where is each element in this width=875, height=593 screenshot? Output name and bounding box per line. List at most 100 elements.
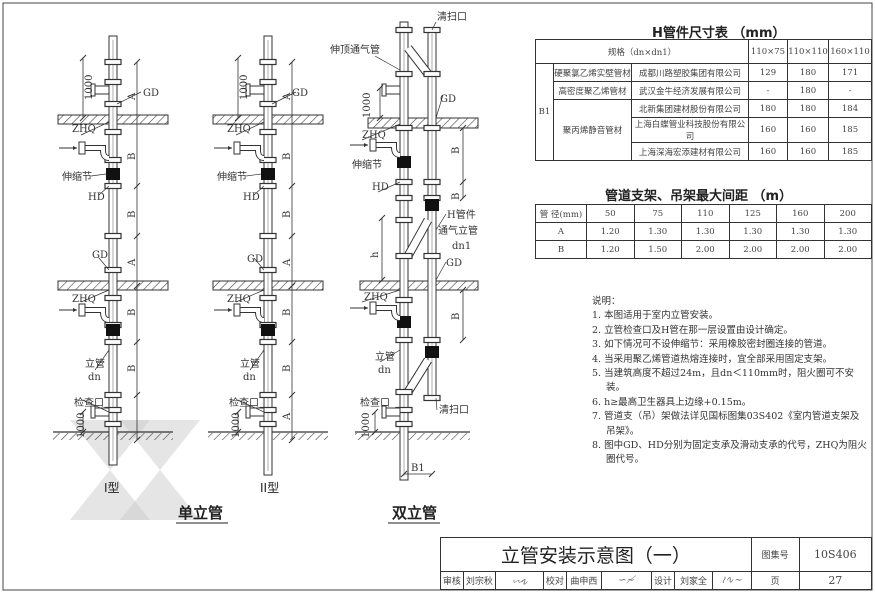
h-fitting-branch-inner [405,358,431,394]
row-group: B1 [535,63,554,161]
label-zhq: ZHQ [364,292,388,303]
leader-line [271,91,297,105]
label-zhq: ZHQ [72,294,96,305]
pipe-coupling [395,296,413,304]
single-riser-caption: 单立管 [178,504,223,522]
pipe-coupling [259,128,277,136]
material: 高密度聚乙烯管材 [553,81,632,100]
dimension-tick [376,114,384,122]
pipe-coupling [259,294,277,302]
arrow-head [364,306,368,310]
leader-line [80,289,110,303]
dimension-tick [133,232,141,240]
dim-1000: 1000 [76,413,87,438]
size-cell: 110 [681,204,730,223]
cell: 185 [828,142,872,161]
dimension-tick [288,232,296,240]
note-item: 2. 立管检查口及H管在那一层设置由设计确定。 [592,324,793,336]
leader-line [98,185,110,196]
expansion-joint [425,199,439,211]
cell: 184 [828,99,872,118]
pipe-coupling [395,388,413,396]
double-riser-labels: 清扫口 伸顶通气管 1000 GD ZHQ B 伸缩节 HD B H管件 通气立… [330,10,478,474]
dim-b: B [127,309,138,316]
label-expansion-joint: 伸缩节 [62,170,92,183]
dimension-tick [133,282,141,290]
dimension-tick [288,282,296,290]
leader-line [361,289,401,303]
dimension-tick [288,182,296,190]
expansion-joint [425,346,439,358]
expansion-joint [397,156,411,168]
label-gd: GD [247,254,263,265]
leader-line [253,185,265,196]
company: 上海白蝶管业科技股份有限公司 [631,117,749,143]
col-header: 110×75 [748,39,788,64]
leader-line [379,349,401,363]
label-gd: GD [440,94,456,105]
pipe-coupling [395,26,413,34]
dimension-tick [288,391,296,399]
arrow-head [73,308,77,312]
cell: 2.00 [776,240,825,259]
table-row: B 1.20 1.50 2.00 2.00 2.00 2.00 [535,240,872,259]
reviewer-name: 刘宗秋 [462,571,497,590]
pipe-coupling [395,420,413,428]
double-riser-caption: 双立管 [392,504,437,522]
dimension-tick [459,194,467,202]
label-riser: 立管 [85,357,105,370]
leader-line [435,261,447,281]
cell: 1.30 [681,222,730,241]
label-expansion-joint: 伸缩节 [217,170,247,183]
support-table-title: 管道支架、吊架最大间距 （m） [605,189,793,204]
cell: 2.00 [823,240,872,259]
cell: 160 [787,117,829,143]
dimension-tick [288,58,296,66]
page-number: 27 [798,571,873,590]
dimension-tick [371,428,379,436]
label-zhq: ZHQ [362,130,386,141]
note-item: 3. 如下情况可不设伸缩节：采用橡胶密封圈连接的管道。 [592,339,833,351]
dim-b: B [451,313,462,320]
dim-a: A [282,258,293,267]
table-row: 高密度聚乙烯管材 武汉金牛经济发展有限公司 - 180 - [536,81,872,100]
expansion-joint [106,168,120,180]
cell: 1.20 [586,240,635,259]
notes: 说明： 1. 本图适用于室内立管安装。 2. 立管检查口及H管在那一层设置由设计… [592,295,867,468]
leader-line [80,121,110,136]
single-riser-type-1-labels: 1000 A GD ZHQ B 伸缩节 HD B A GD ZHQ B B 立管… [62,75,159,495]
cell: 2.00 [728,240,777,259]
row-label: A [535,222,587,241]
branch-flange [233,303,241,317]
label-dn: dn [378,365,391,376]
label-riser: 立管 [375,350,395,363]
cell: 180 [748,99,788,118]
designer-signature: ≀∿∼ [712,571,752,590]
pipe-coupling [423,336,441,344]
label-gd: GD [292,88,308,99]
label-dn: dn [243,372,256,383]
branch-elbow-inner [240,308,265,322]
dimension-tick [459,286,467,294]
dim-b: B [282,365,293,372]
pipe-coupling [104,266,122,274]
note-item: 8. 图中GD、HD分别为固定支承及滑动支承的代号，ZHQ为阻火圈代号。 [592,440,867,466]
pipe-coupling [395,70,413,78]
label-riser: 立管 [240,357,260,370]
label-hd: HD [243,192,260,203]
label-vent-stack-top: 伸顶通气管 [330,43,380,56]
dim-b: B [282,211,293,218]
dimension-tick [288,436,296,444]
floor-slab [359,280,479,291]
check-port-branch [385,407,401,417]
watermark-shape [120,420,200,470]
pipe-coupling [104,100,122,108]
leader-line [431,21,437,31]
pipe-coupling [423,394,441,402]
leader-line [94,349,110,371]
label-cleanout: 清扫口 [437,10,467,23]
pipe-coupling [395,216,413,224]
size-cell: 50 [586,204,635,223]
pipe-coupling [104,78,122,86]
cell: 1.30 [776,222,825,241]
